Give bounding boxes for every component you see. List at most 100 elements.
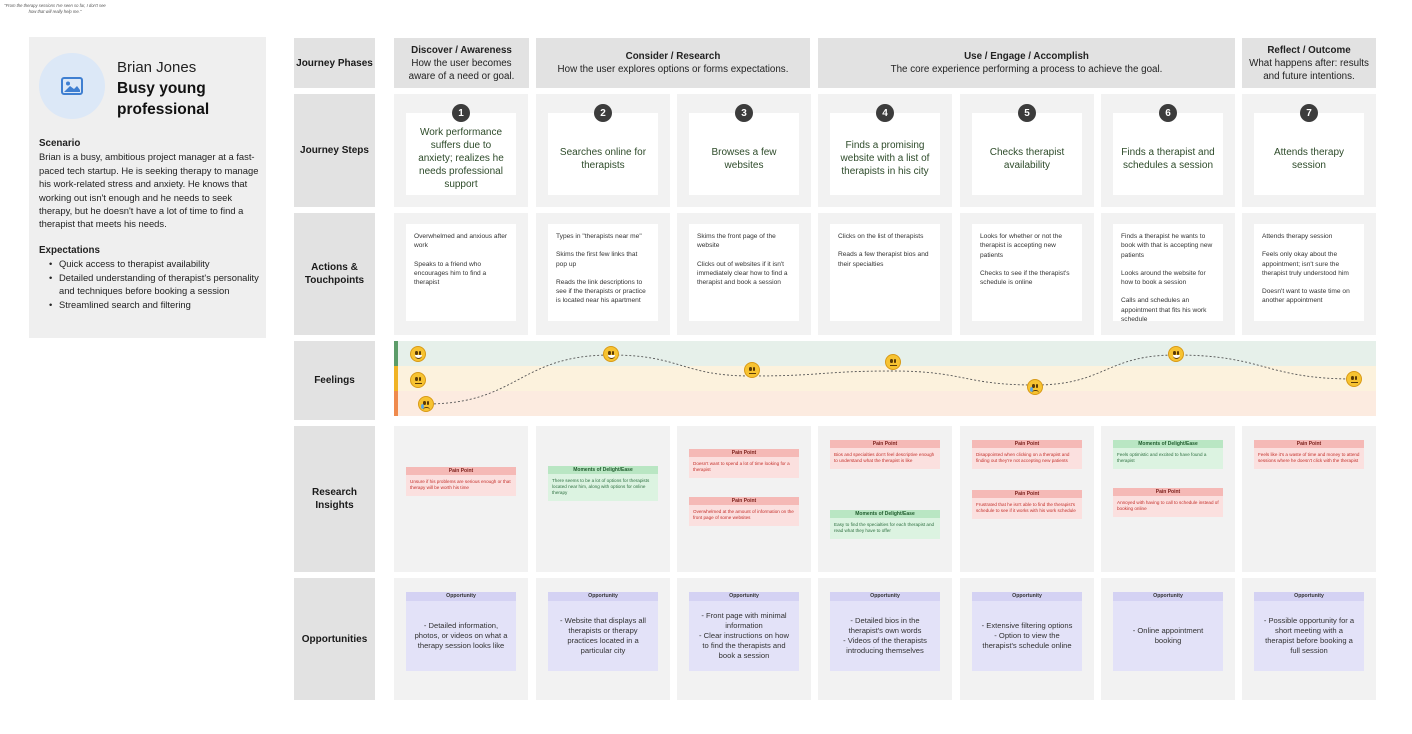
step-number: 3 (735, 104, 753, 122)
opportunity-title: Opportunity (1254, 592, 1364, 601)
opportunity-card: Opportunity - Website that displays all t… (548, 592, 658, 671)
action-item: Overwhelmed and anxious after work (414, 233, 508, 250)
opportunity-title: Opportunity (689, 592, 799, 601)
step-text: Finds a therapist and schedules a sessio… (1121, 146, 1215, 171)
note-title: Moments of Delight/Ease (1113, 440, 1223, 448)
feelings-band-negative (394, 391, 1376, 416)
action-item: Attends therapy session (1262, 233, 1333, 240)
step-text: Checks therapist availability (989, 146, 1065, 171)
opportunity-text: - Website that displays all therapists o… (560, 616, 646, 655)
phase-desc: What happens after: results and future i… (1249, 57, 1369, 82)
opportunity-text: - Extensive filtering options - Option t… (981, 621, 1073, 650)
note-text: Doesn't want to spend a lot of time look… (689, 457, 799, 479)
note-title: Pain Point (689, 449, 799, 457)
step-number: 2 (594, 104, 612, 122)
phase-title: Reflect / Outcome (1267, 44, 1351, 56)
neutral-face-icon (744, 362, 760, 378)
opportunity-title: Opportunity (972, 592, 1082, 601)
action-item: Reads the link descriptions to see if th… (556, 278, 646, 305)
note-title: Pain Point (972, 490, 1082, 498)
image-icon (61, 77, 83, 95)
note-text: Annoyed with having to call to schedule … (1113, 496, 1223, 518)
opportunity-text: - Detailed information, photos, or video… (414, 621, 508, 650)
phase-title: Consider / Research (625, 51, 721, 62)
note-text: Overwhelmed at the amount of information… (689, 505, 799, 527)
scenario-section: Scenario Brian is a busy, ambitious proj… (39, 137, 261, 231)
note-text: There seems to be a lot of options for t… (548, 474, 658, 502)
phase-desc: How the user explores options or forms e… (557, 64, 789, 75)
action-item: Checks to see if the therapist's schedul… (980, 269, 1070, 287)
opportunity-card: Opportunity - Extensive filtering options… (972, 592, 1082, 671)
neutral-face-icon (885, 354, 901, 370)
user-quote: "From the therapy sessions I've seen so … (0, 0, 110, 17)
note-text: Disappointed when clicking on a therapis… (972, 448, 1082, 470)
action-card: Finds a therapist he wants to book with … (1113, 224, 1223, 324)
action-item: Skims the first few links that pop up (556, 251, 638, 268)
phase-reflect: Reflect / Outcome What happens after: re… (1242, 38, 1376, 88)
note-title: Pain Point (1113, 488, 1223, 496)
action-item: Calls and schedules an appointment that … (1121, 297, 1207, 324)
note-title: Pain Point (830, 440, 940, 448)
expectation-item: Streamlined search and filtering (39, 298, 261, 312)
row-label-phases: Journey Phases (294, 38, 375, 88)
note-text: Easy to find the specialties for each th… (830, 518, 940, 540)
step-number: 1 (452, 104, 470, 122)
persona-card: Brian Jones Busy young professional Scen… (29, 37, 266, 338)
feelings-curve (425, 354, 1355, 405)
feelings-marker-neutral (394, 366, 398, 391)
opportunity-card: Opportunity - Front page with minimal inf… (689, 592, 799, 671)
step-text: Attends therapy session (1273, 146, 1345, 171)
legend-happy-icon (410, 346, 426, 362)
expectation-item: Detailed understanding of therapist's pe… (39, 271, 261, 298)
action-card: Looks for whether or not the therapist i… (972, 224, 1082, 321)
note-title: Pain Point (689, 497, 799, 505)
note-title: Moments of Delight/Ease (830, 510, 940, 518)
neutral-face-icon (1346, 371, 1362, 387)
phase-consider: Consider / Research How the user explore… (536, 38, 810, 88)
action-item: Clicks out of websites if it isn't immed… (697, 260, 788, 287)
sad-face-icon (418, 396, 434, 412)
action-item: Looks around the website for how to book… (1121, 269, 1206, 287)
action-item: Reads a few therapist bios and their spe… (838, 251, 929, 268)
phase-use: Use / Engage / Accomplish The core exper… (818, 38, 1235, 88)
action-item: Clicks on the list of therapists (838, 233, 924, 240)
feelings-band-neutral (394, 366, 1376, 391)
note-title: Pain Point (1254, 440, 1364, 448)
opportunity-text: - Front page with minimal information - … (699, 611, 789, 660)
phase-title: Discover / Awareness (411, 44, 512, 56)
insight-cell (394, 426, 528, 572)
opportunity-title: Opportunity (548, 592, 658, 601)
scenario-text: Brian is a busy, ambitious project manag… (39, 151, 259, 230)
step-text: Work performance suffers due to anxiety;… (418, 127, 504, 190)
row-label-opportunities: Opportunities (294, 578, 375, 700)
expectations-list: Quick access to therapist availabilityDe… (39, 257, 261, 311)
opportunity-card: Opportunity- Possible opportunity for a … (1254, 592, 1364, 671)
note-text: Unsure if his problems are serious enoug… (406, 475, 516, 497)
row-label-feelings: Feelings (294, 341, 375, 420)
opportunity-card: Opportunity- Online appointment booking (1113, 592, 1223, 671)
happy-face-icon (603, 346, 619, 362)
step-text: Searches online for therapists (559, 146, 647, 171)
avatar (39, 53, 105, 119)
phase-title: Use / Engage / Accomplish (964, 51, 1089, 62)
step-text: Finds a promising website with a list of… (840, 140, 930, 177)
step-number: 7 (1300, 104, 1318, 122)
phase-discover: Discover / Awareness How the user become… (394, 38, 529, 88)
